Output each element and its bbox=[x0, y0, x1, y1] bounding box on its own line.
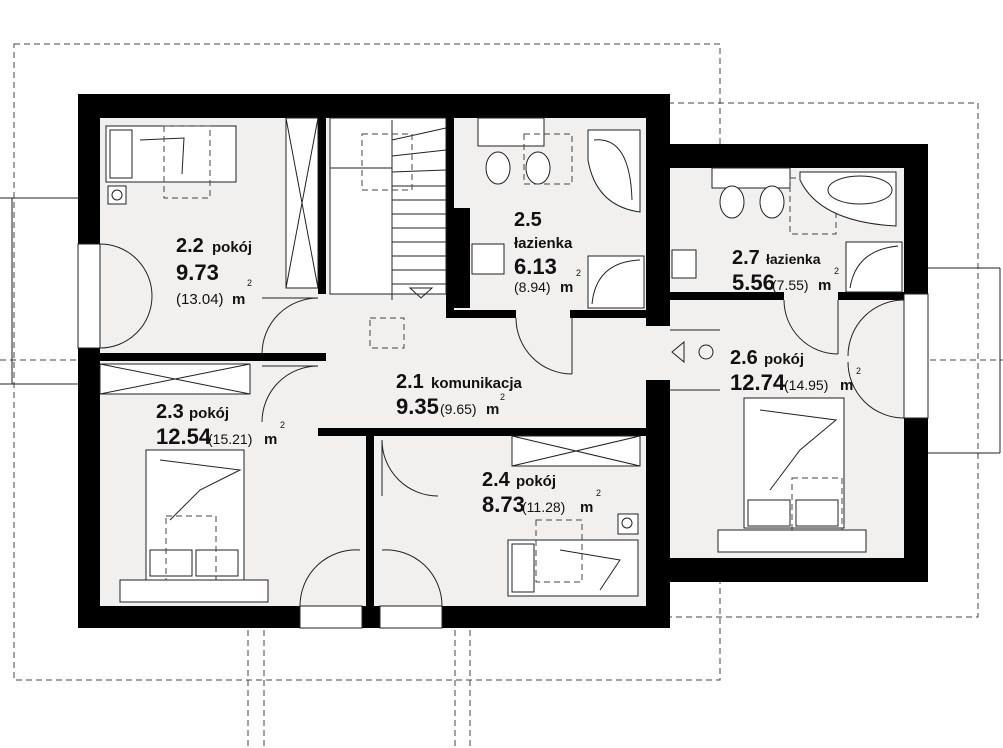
bed-room-2-6 bbox=[717, 397, 867, 553]
room-label-2-1: 2.1 komunikacja 9.35 (9.65) m 2 bbox=[396, 371, 523, 419]
room-area: 9.73 bbox=[176, 260, 219, 285]
room-number: 2.2 bbox=[176, 235, 204, 257]
room-area-gross: (13.04) bbox=[176, 291, 224, 308]
room-area-exp: 2 bbox=[834, 266, 839, 276]
room-area-unit: m bbox=[840, 377, 853, 394]
room-label-2-3: 2.3 pokój 12.54 (15.21) m 2 bbox=[156, 401, 285, 449]
room-name: pokój bbox=[764, 351, 804, 368]
bathroom-2-7-fixtures bbox=[671, 167, 903, 293]
room-area-unit: m bbox=[486, 401, 499, 418]
staircase bbox=[329, 117, 447, 349]
room-area-gross: (15.21) bbox=[208, 431, 252, 447]
room-area: 6.13 bbox=[514, 254, 557, 279]
room-area: 12.74 bbox=[730, 370, 786, 395]
room-number: 2.7 bbox=[732, 247, 760, 269]
room-label-2-4: 2.4 pokój 8.73 (11.28) m 2 bbox=[482, 469, 601, 517]
room-name: pokój bbox=[516, 473, 556, 490]
svg-text:2.2: 2.2 bbox=[176, 235, 204, 257]
room-area-exp: 2 bbox=[576, 268, 581, 278]
room-label-2-7: 2.7 łazienka 5.56 (7.55) m 2 bbox=[732, 247, 839, 295]
room-area-exp: 2 bbox=[247, 278, 252, 288]
room-area: 12.54 bbox=[156, 424, 212, 449]
room-number: 2.1 bbox=[396, 371, 424, 393]
room-area: 9.35 bbox=[396, 394, 439, 419]
room-name: łazienka bbox=[514, 235, 573, 252]
room-number: 2.3 bbox=[156, 401, 184, 423]
room-label-2-6: 2.6 pokój 12.74 (14.95) m 2 bbox=[730, 347, 861, 395]
room-area-gross: (14.95) bbox=[784, 377, 828, 393]
room-area-unit: m bbox=[264, 431, 277, 448]
room-label-2-2: 2.2 pokój 9.73 (13.04) m 2 bbox=[176, 235, 252, 308]
room-label-2-5: 2.5 łazienka 6.13 (8.94) m 2 bbox=[514, 209, 581, 296]
wardrobes bbox=[99, 117, 641, 467]
balcony-right bbox=[928, 267, 1001, 454]
room-area-gross: (9.65) bbox=[440, 401, 477, 417]
room-area: 5.56 bbox=[732, 270, 775, 295]
bed-room-2-3 bbox=[119, 449, 269, 603]
room-area-exp: 2 bbox=[500, 392, 505, 402]
room-area-exp: 2 bbox=[856, 366, 861, 376]
room-area-exp: 2 bbox=[280, 420, 285, 430]
doors bbox=[99, 243, 905, 607]
room-area-unit: m bbox=[560, 279, 573, 296]
room-name: pokój bbox=[189, 405, 229, 422]
room-area-gross: (8.94) bbox=[514, 279, 551, 295]
windows bbox=[77, 243, 929, 629]
room-area-gross: (11.28) bbox=[522, 499, 565, 515]
balcony-left bbox=[0, 197, 78, 385]
room-area-unit: m bbox=[580, 499, 593, 516]
room-area: 8.73 bbox=[482, 492, 525, 517]
room-name: pokój bbox=[212, 239, 252, 256]
room-name: komunikacja bbox=[431, 375, 523, 392]
room-area-gross: (7.55) bbox=[772, 277, 809, 293]
room-name: łazienka bbox=[766, 251, 821, 267]
bathroom-2-5-fixtures bbox=[471, 117, 645, 309]
walls bbox=[78, 94, 928, 628]
room-number: 2.5 bbox=[514, 209, 542, 231]
room-number: 2.4 bbox=[482, 469, 511, 491]
room-area-exp: 2 bbox=[596, 488, 601, 498]
vent-symbols bbox=[107, 185, 720, 529]
bed-room-2-2 bbox=[105, 125, 237, 205]
room-area-unit: m bbox=[232, 291, 245, 308]
bed-room-2-4 bbox=[507, 513, 639, 597]
room-area-unit: m bbox=[818, 277, 831, 294]
room-number: 2.6 bbox=[730, 347, 758, 369]
